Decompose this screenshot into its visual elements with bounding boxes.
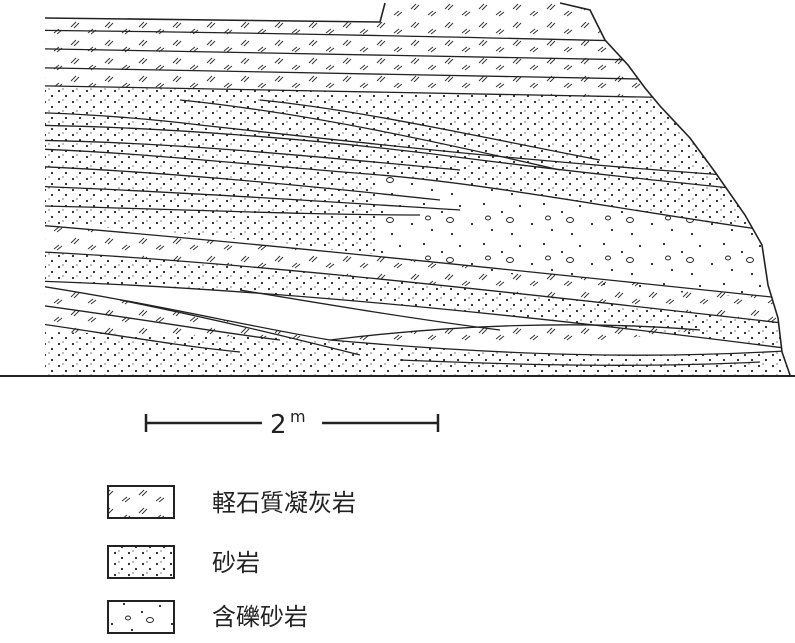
legend-swatch-pebble [107,600,175,634]
scale-bar [144,414,440,432]
legend-label: 軽石質凝灰岩 [212,489,356,517]
bedding-line [119,299,361,356]
bedding-line [179,99,561,171]
bedding-line [45,184,461,211]
bedding-line [329,339,790,356]
bedding-line [45,279,331,341]
bedding-line [45,204,421,216]
bedding-line [329,324,701,341]
legend-label: 砂岩 [212,549,260,577]
outcrop-section [45,3,790,375]
bedding-line [45,139,461,171]
legend-swatch-tuff [107,485,175,519]
bedding-line [45,164,441,201]
bedding-line [259,99,601,161]
legend: 軽石質凝灰岩 砂岩 含礫砂岩 [107,485,356,634]
bedding-line [45,111,790,181]
legend-swatch-sand [107,545,175,579]
bedding-line [45,249,790,326]
bedding-line [45,279,790,351]
layer-sandstone [45,148,380,255]
scale-bar-label: 2 [270,410,287,440]
bedding-line [45,299,281,341]
layer-tuff [330,324,700,346]
legend-item-pumice-tuff: 軽石質凝灰岩 [107,485,356,519]
layer-tuff [45,222,790,325]
cliff-profile [44,2,791,376]
legend-item-sandstone: 砂岩 [107,545,260,579]
bedding-line [399,359,761,366]
legend-label: 含礫砂岩 [212,603,308,631]
bedding-line [45,221,790,301]
bedding-line [239,289,501,331]
layer-sandstone [45,85,790,180]
scale-bar-unit: m [290,407,306,426]
legend-item-pebbly-sandstone: 含礫砂岩 [107,600,308,634]
bedding-line [45,124,790,196]
bedding-line [45,317,241,353]
bedding-line [45,147,790,236]
